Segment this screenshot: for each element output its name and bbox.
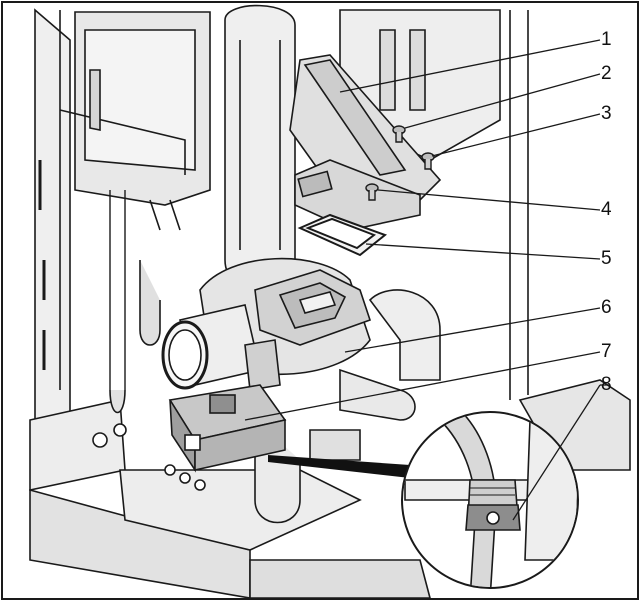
screw-4 xyxy=(365,183,379,201)
leader-5 xyxy=(365,243,601,260)
detail-magnifier xyxy=(401,411,579,589)
leader-2 xyxy=(404,73,601,129)
screw-3 xyxy=(421,152,435,170)
detail-connector xyxy=(268,455,410,478)
leader-3 xyxy=(431,113,601,157)
air-duct-elbow xyxy=(289,54,442,231)
leader-1 xyxy=(339,39,601,93)
screw-2 xyxy=(392,125,406,143)
callout-1: 1 xyxy=(601,29,612,50)
callout-3: 3 xyxy=(601,103,612,124)
callout-8: 8 xyxy=(601,374,612,395)
gasket-seal xyxy=(297,213,388,257)
fan-inlet xyxy=(161,304,261,390)
screws xyxy=(365,125,435,201)
callout-6: 6 xyxy=(601,297,612,318)
leader-7 xyxy=(244,351,601,421)
callout-7: 7 xyxy=(601,341,612,362)
leader-4 xyxy=(377,189,601,211)
callout-4: 4 xyxy=(601,199,612,220)
leader-6 xyxy=(344,307,601,353)
leader-8 xyxy=(512,384,601,521)
leader-lines xyxy=(244,39,610,521)
callout-5: 5 xyxy=(601,248,612,269)
callout-2: 2 xyxy=(601,63,612,84)
gas-valve xyxy=(168,339,287,473)
pipes xyxy=(109,4,441,524)
